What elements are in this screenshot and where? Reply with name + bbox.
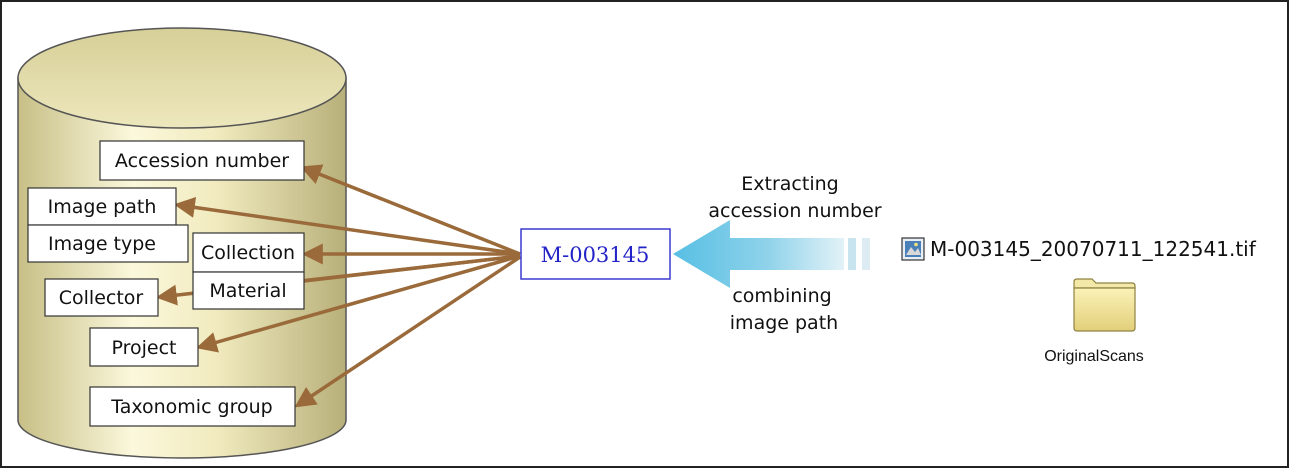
field-taxonomic-group: Taxonomic group [89, 386, 296, 427]
field-collector-label: Collector [59, 287, 144, 309]
extract-arrow-tail-stripe-1 [848, 238, 856, 270]
field-collection: Collection [192, 232, 305, 273]
extract-label-line2: accession number [708, 200, 881, 222]
field-material: Material [192, 271, 305, 310]
field-project: Project [89, 327, 199, 367]
source-file: M-003145_20070711_122541.tif [901, 237, 1257, 261]
combine-label-line2: image path [730, 312, 838, 334]
process-labels: Extracting accession number combining im… [708, 173, 881, 334]
field-collector: Collector [44, 278, 159, 317]
field-project-label: Project [111, 337, 176, 359]
field-collection-label: Collection [201, 242, 295, 264]
accession-id-box: M-003145 [520, 228, 671, 280]
field-material-label: Material [209, 280, 286, 302]
arrow-to-accession-number [300, 164, 521, 256]
database-fields: Accession number Image path Image type C… [27, 140, 305, 427]
extract-arrow-tail-stripe-2 [862, 238, 870, 270]
original-scans-folder: OriginalScans [1044, 278, 1144, 365]
cylinder-top [17, 27, 347, 129]
field-accession-number-label: Accession number [115, 150, 289, 172]
field-image-path-label: Image path [48, 196, 157, 218]
tif-image-file-icon [901, 237, 925, 261]
arrow-to-image-path [173, 196, 521, 256]
combine-label-line1: combining [732, 285, 831, 307]
arrow-to-project [195, 254, 521, 353]
field-image-type: Image type [27, 224, 189, 263]
arrow-to-taxonomic-group [294, 255, 521, 408]
connector-arrows [155, 164, 521, 408]
field-image-path: Image path [27, 187, 177, 226]
folder-name-label: OriginalScans [1044, 348, 1144, 365]
extract-arrow [673, 220, 870, 288]
extract-arrow-body [673, 220, 844, 288]
field-accession-number: Accession number [99, 140, 305, 181]
field-image-type-label: Image type [48, 233, 156, 255]
extract-label-line1: Extracting [741, 173, 838, 195]
accession-id-label: M-003145 [541, 243, 650, 267]
file-name-label: M-003145_20070711_122541.tif [930, 237, 1257, 261]
field-taxonomic-group-label: Taxonomic group [110, 396, 273, 418]
folder-icon [1073, 278, 1136, 332]
